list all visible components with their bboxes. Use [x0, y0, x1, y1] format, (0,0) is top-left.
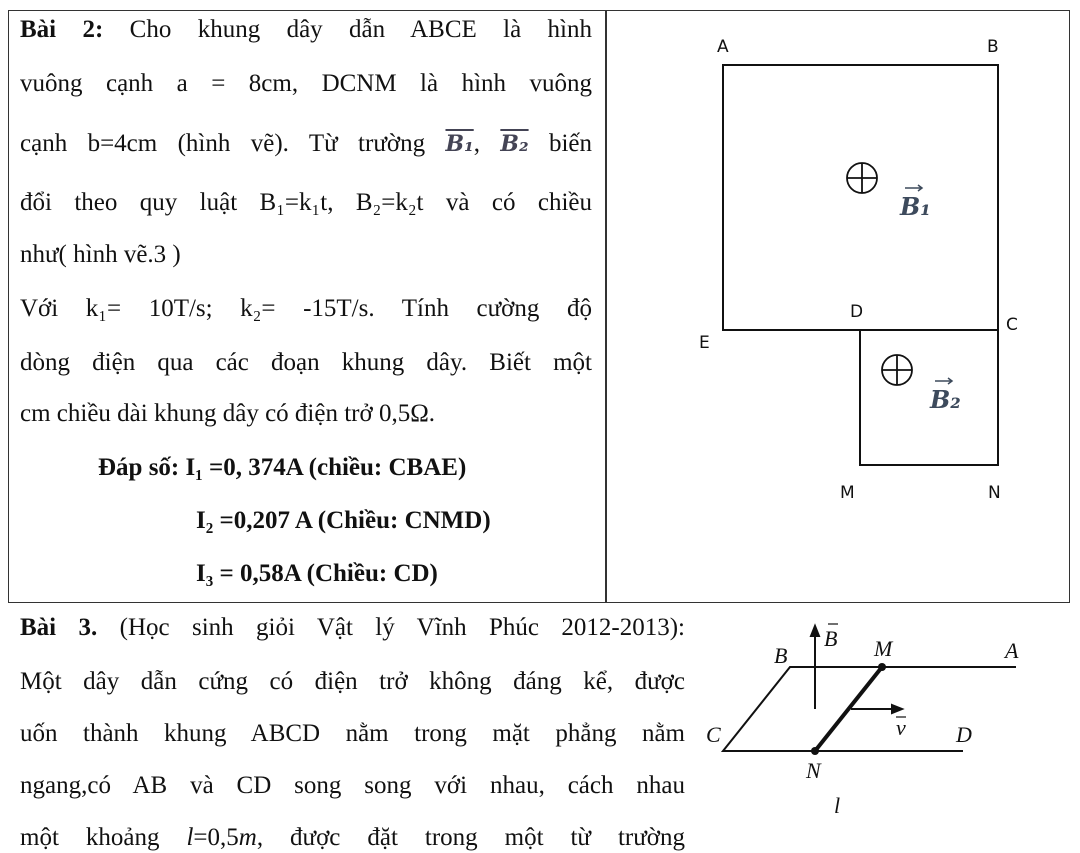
point-m	[878, 663, 886, 671]
label-n: N	[805, 758, 822, 783]
field-b2-label: B₂	[929, 385, 961, 414]
problem2-table	[8, 10, 1070, 603]
p2-line-5: như( hình vẽ.3 )	[20, 241, 181, 268]
answer-3: I₃ = 0,58A (Chiều: CD)	[196, 560, 438, 587]
p3-line-4: ngang,có AB và CD song song với nhau, cá…	[20, 772, 685, 799]
p3-line-2: Một dây dẫn cứng có điện trở không đáng …	[20, 668, 685, 695]
vector-b1: B₁	[445, 131, 474, 157]
text: , được đặt trong một từ trường	[256, 824, 685, 851]
text: l	[186, 824, 194, 851]
text: (Học sinh giỏi Vật lý Vĩnh Phúc 2012-201…	[97, 614, 685, 641]
text: cạnh b=4cm (hình vẽ). Từ trường	[20, 130, 446, 157]
label-m: M	[840, 483, 855, 503]
square-abce	[722, 64, 999, 331]
figure-squares	[722, 64, 999, 466]
answer-2: I₂ =0,207 A (Chiều: CNMD)	[196, 507, 491, 534]
problem2-heading: Bài 2:	[20, 16, 104, 43]
p3-line-3: uốn thành khung ABCD nằm trong mặt phẳng…	[20, 720, 685, 747]
p2-line-6: Với k₁= 10T/s; k₂= -15T/s. Tính cường độ	[20, 295, 592, 322]
label-c: C	[706, 722, 721, 747]
answer-1: Đáp số: I₁ =0, 374A (chiều: CBAE)	[98, 454, 467, 481]
point-n	[811, 747, 819, 755]
label-c: C	[1006, 315, 1018, 335]
p2-line-7: dòng điện qua các đoạn khung dây. Biết m…	[20, 349, 592, 376]
text: một khoảng	[20, 824, 187, 851]
p2-line-8: cm chiều dài khung dây có điện trở 0,5Ω.	[20, 400, 436, 427]
label-d: D	[850, 302, 863, 322]
table-divider	[605, 10, 607, 603]
p2-line-2: vuông cạnh a = 8cm, DCNM là hình vuông	[20, 70, 592, 97]
label-n: N	[988, 483, 1001, 503]
p2-line-3: cạnh b=4cm (hình vẽ). Từ trường B₁, B₂ b…	[20, 129, 592, 159]
text: ,	[473, 130, 501, 157]
label-e: E	[699, 333, 710, 353]
label-b: B	[774, 643, 787, 668]
vector-arrow-icon	[905, 184, 924, 192]
p3-line-5: một khoảng l=0,5m, được đặt trong một từ…	[20, 823, 685, 853]
into-page-plus-icon	[881, 354, 913, 386]
figure-caption: l	[834, 793, 840, 818]
field-b-label: B	[824, 626, 837, 651]
p2-line-4: đổi theo quy luật B₁=k₁t, B₂=k₂t và có c…	[20, 189, 592, 216]
text: Cho khung dây dẫn ABCE là hình	[103, 16, 592, 43]
square-dcnm	[859, 330, 999, 466]
p3-line-1: Bài 3. (Học sinh giỏi Vật lý Vĩnh Phúc 2…	[20, 613, 685, 643]
label-b: B	[987, 37, 999, 57]
vector-b2: B₂	[500, 131, 529, 157]
figure-rails	[720, 623, 1016, 753]
label-d: D	[955, 722, 972, 747]
label-a: A	[717, 37, 729, 57]
problem3-heading: Bài 3.	[20, 614, 98, 641]
velocity-label: v	[896, 715, 906, 740]
field-b1-label: B₁	[899, 192, 931, 221]
text: m	[238, 824, 257, 851]
into-page-plus-icon	[846, 162, 878, 194]
text: =0,5	[193, 824, 239, 851]
label-m: M	[873, 636, 894, 661]
p2-line-1: Bài 2: Cho khung dây dẫn ABCE là hình	[20, 15, 592, 45]
label-a: A	[1003, 638, 1019, 663]
text: biến	[528, 130, 593, 157]
vector-arrow-icon	[935, 377, 954, 385]
